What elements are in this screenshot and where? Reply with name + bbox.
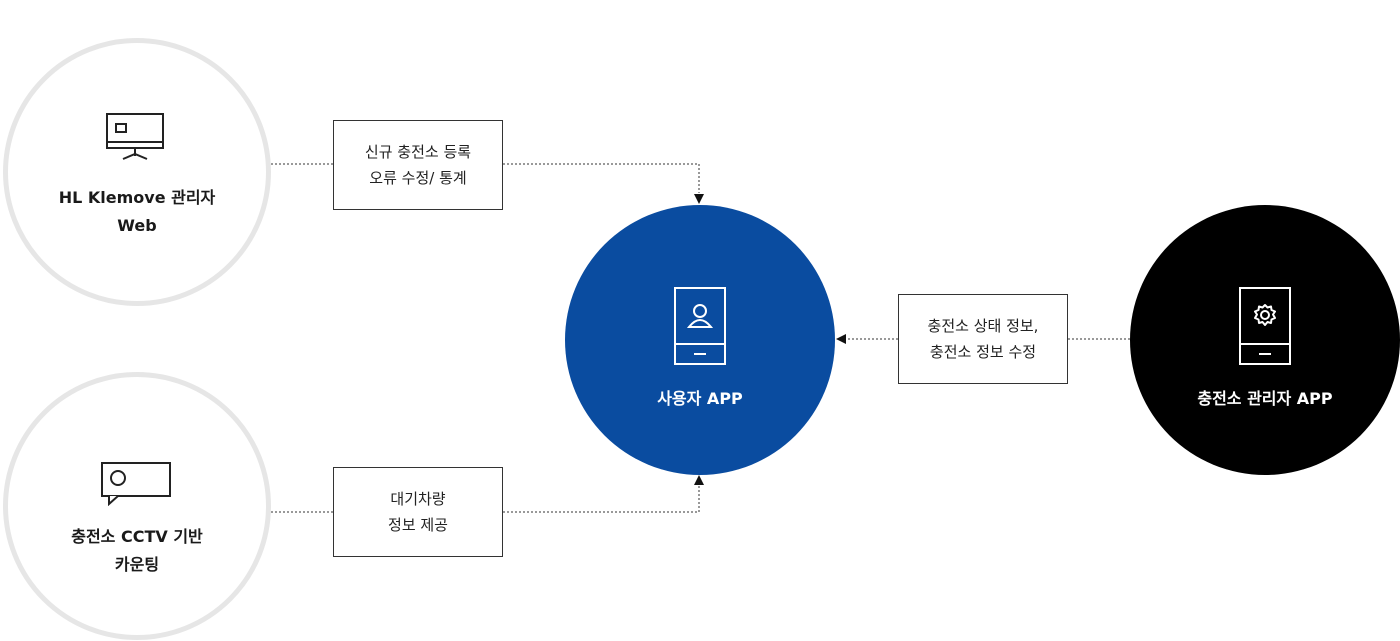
info-box-cctv-line2: 정보 제공: [388, 516, 448, 534]
node-cctv-label-line2: 카운팅: [114, 555, 160, 574]
node-cctv-label: 충전소 CCTV 기반 카운팅: [7, 523, 267, 579]
arrow-up-icon: [694, 475, 704, 485]
info-box-admin-line1: 충전소 상태 정보,: [927, 317, 1039, 335]
info-box-admin-line2: 충전소 정보 수정: [929, 343, 1037, 361]
connector-cctv-to-user: [503, 485, 700, 513]
node-user-app: [565, 205, 835, 475]
info-box-cctv-to-user: 대기차량 정보 제공: [333, 467, 503, 557]
node-admin-app: [1130, 205, 1400, 475]
node-admin-app-label: 충전소 관리자 APP: [1197, 389, 1333, 408]
node-web-label-line2: Web: [117, 216, 157, 235]
node-web-label: HL Klemove 관리자 Web: [7, 184, 267, 240]
arrow-left-icon: [836, 334, 846, 344]
info-box-web-line2: 오류 수정/ 통계: [369, 169, 467, 187]
node-user-app-label: 사용자 APP: [657, 389, 743, 408]
mobile-gear-icon: [1239, 287, 1291, 365]
info-box-admin-to-user: 충전소 상태 정보, 충전소 정보 수정: [898, 294, 1068, 384]
info-box-cctv-line1: 대기차량: [390, 490, 446, 508]
camera-icon: [101, 462, 171, 506]
info-box-web-to-user: 신규 충전소 등록 오류 수정/ 통계: [333, 120, 503, 210]
arrow-down-icon: [694, 194, 704, 204]
mobile-user-icon: [674, 287, 726, 365]
connector-web-to-user: [503, 163, 700, 193]
node-web-label-line1: HL Klemove 관리자: [58, 188, 216, 207]
node-cctv-counting: [3, 372, 271, 640]
node-cctv-label-line1: 충전소 CCTV 기반: [71, 527, 203, 546]
monitor-icon: [106, 113, 164, 160]
node-web-admin: [3, 38, 271, 306]
info-box-web-line1: 신규 충전소 등록: [364, 143, 472, 161]
